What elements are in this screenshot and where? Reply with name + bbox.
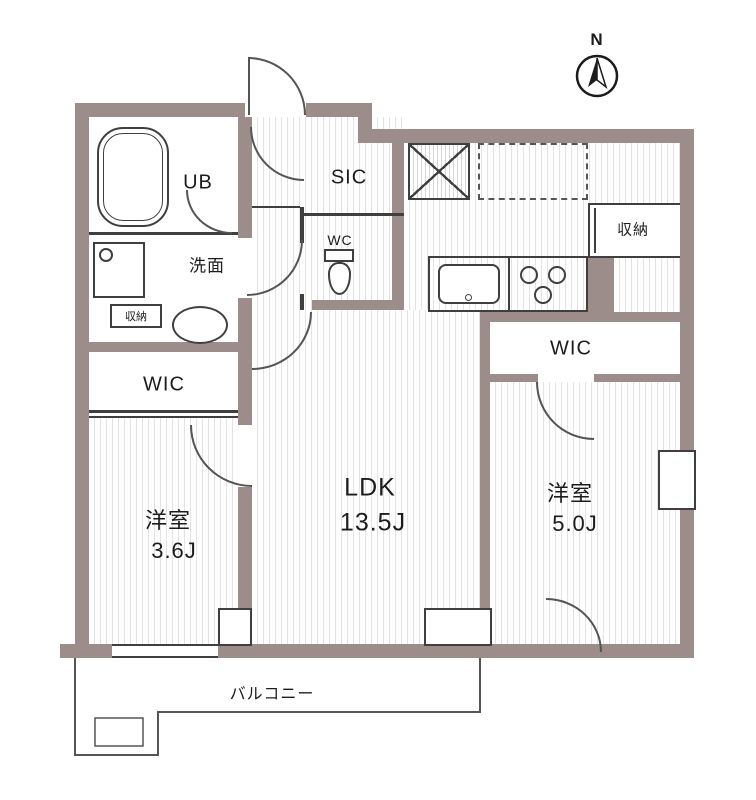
wall-pipe-space xyxy=(588,258,614,320)
room-label-wc: WC xyxy=(327,232,353,248)
wall-right-upper xyxy=(680,129,694,450)
room-size-bedroom-left: 3.6J xyxy=(151,538,197,563)
window-balcony-small xyxy=(218,608,252,646)
room-size-ldk: 13.5J xyxy=(339,508,407,537)
compass-icon xyxy=(575,54,619,98)
room-label-bedroom-left: 洋室 xyxy=(144,508,192,533)
wall-right-lower xyxy=(680,510,694,658)
partition-sic-wc xyxy=(300,213,404,216)
wall-top-right xyxy=(358,129,694,143)
wall-wic-right-bottom-b xyxy=(594,374,680,382)
wic-left-sliding-door-line2 xyxy=(89,415,238,418)
balcony-outline xyxy=(74,658,481,756)
entrance-step-line xyxy=(252,206,300,208)
toilet-tank-icon xyxy=(324,249,354,262)
washroom-storage-box xyxy=(110,304,162,328)
sink-drain-icon xyxy=(465,294,472,301)
entrance-door-arc xyxy=(248,57,306,115)
room-label-balcony: バルコニー xyxy=(229,686,315,703)
room-label-wic-left: WIC xyxy=(143,373,185,396)
stove-burner-icon-2 xyxy=(548,266,566,284)
meter-box-x-icon xyxy=(408,143,470,200)
wall-left xyxy=(75,103,89,658)
wall-top-left-b xyxy=(306,103,372,117)
room-label-wic-right: WIC xyxy=(550,337,592,360)
room-size-bedroom-right: 5.0J xyxy=(552,511,598,536)
wic-left-sliding-door-line1 xyxy=(89,410,238,413)
wall-ldk-bedroom-right xyxy=(480,312,490,644)
room-label-washroom: 洗面 xyxy=(189,256,225,276)
window-balcony-ldk xyxy=(424,608,492,646)
north-label: N xyxy=(590,30,604,49)
partition-ub-washroom xyxy=(89,232,238,235)
wic-right-floor xyxy=(490,322,680,374)
wash-basin-icon xyxy=(172,306,228,344)
wall-wc-bottom xyxy=(312,300,404,310)
stove-divider-line xyxy=(508,258,510,310)
wall-washroom-wic xyxy=(89,342,238,352)
ldk-floor xyxy=(252,310,480,644)
washing-machine-faucet xyxy=(99,248,113,262)
wall-sic-right xyxy=(392,143,404,310)
wall-core-b xyxy=(238,298,252,425)
room-label-storage-right: 収納 xyxy=(616,221,650,239)
wic-left-floor xyxy=(89,352,238,410)
partition-hall-wc-a xyxy=(300,207,304,243)
wall-wic-right-top xyxy=(480,312,680,322)
room-label-ldk: LDK xyxy=(344,473,396,502)
storage-right-door-line xyxy=(594,208,596,253)
refrigerator-space-dashed-box xyxy=(478,143,588,200)
window-bedroom-left xyxy=(112,644,218,658)
wall-bottom xyxy=(60,644,694,658)
window-bedroom-right xyxy=(658,450,696,510)
bathtub-icon xyxy=(97,127,169,227)
room-label-unit-bath: UB xyxy=(183,171,213,194)
room-label-washroom-storage: 収納 xyxy=(125,311,147,323)
room-label-sic: SIC xyxy=(330,166,368,189)
wall-top-left-a xyxy=(75,103,245,117)
stove-burner-icon-1 xyxy=(520,266,538,284)
kitchen-counter xyxy=(428,256,588,312)
wall-core-c xyxy=(238,487,252,644)
storage-right-box xyxy=(588,203,680,258)
room-label-bedroom-right: 洋室 xyxy=(546,481,594,506)
toilet-bowl-icon xyxy=(328,262,351,295)
stove-burner-icon-3 xyxy=(534,286,552,304)
bathtub-inner-line xyxy=(103,133,163,221)
compass: N xyxy=(570,30,624,105)
washing-machine-icon xyxy=(93,242,145,298)
wall-wic-right-bottom-a xyxy=(480,374,538,382)
wall-core-a xyxy=(238,117,252,238)
partition-hall-wc-b xyxy=(300,294,304,310)
